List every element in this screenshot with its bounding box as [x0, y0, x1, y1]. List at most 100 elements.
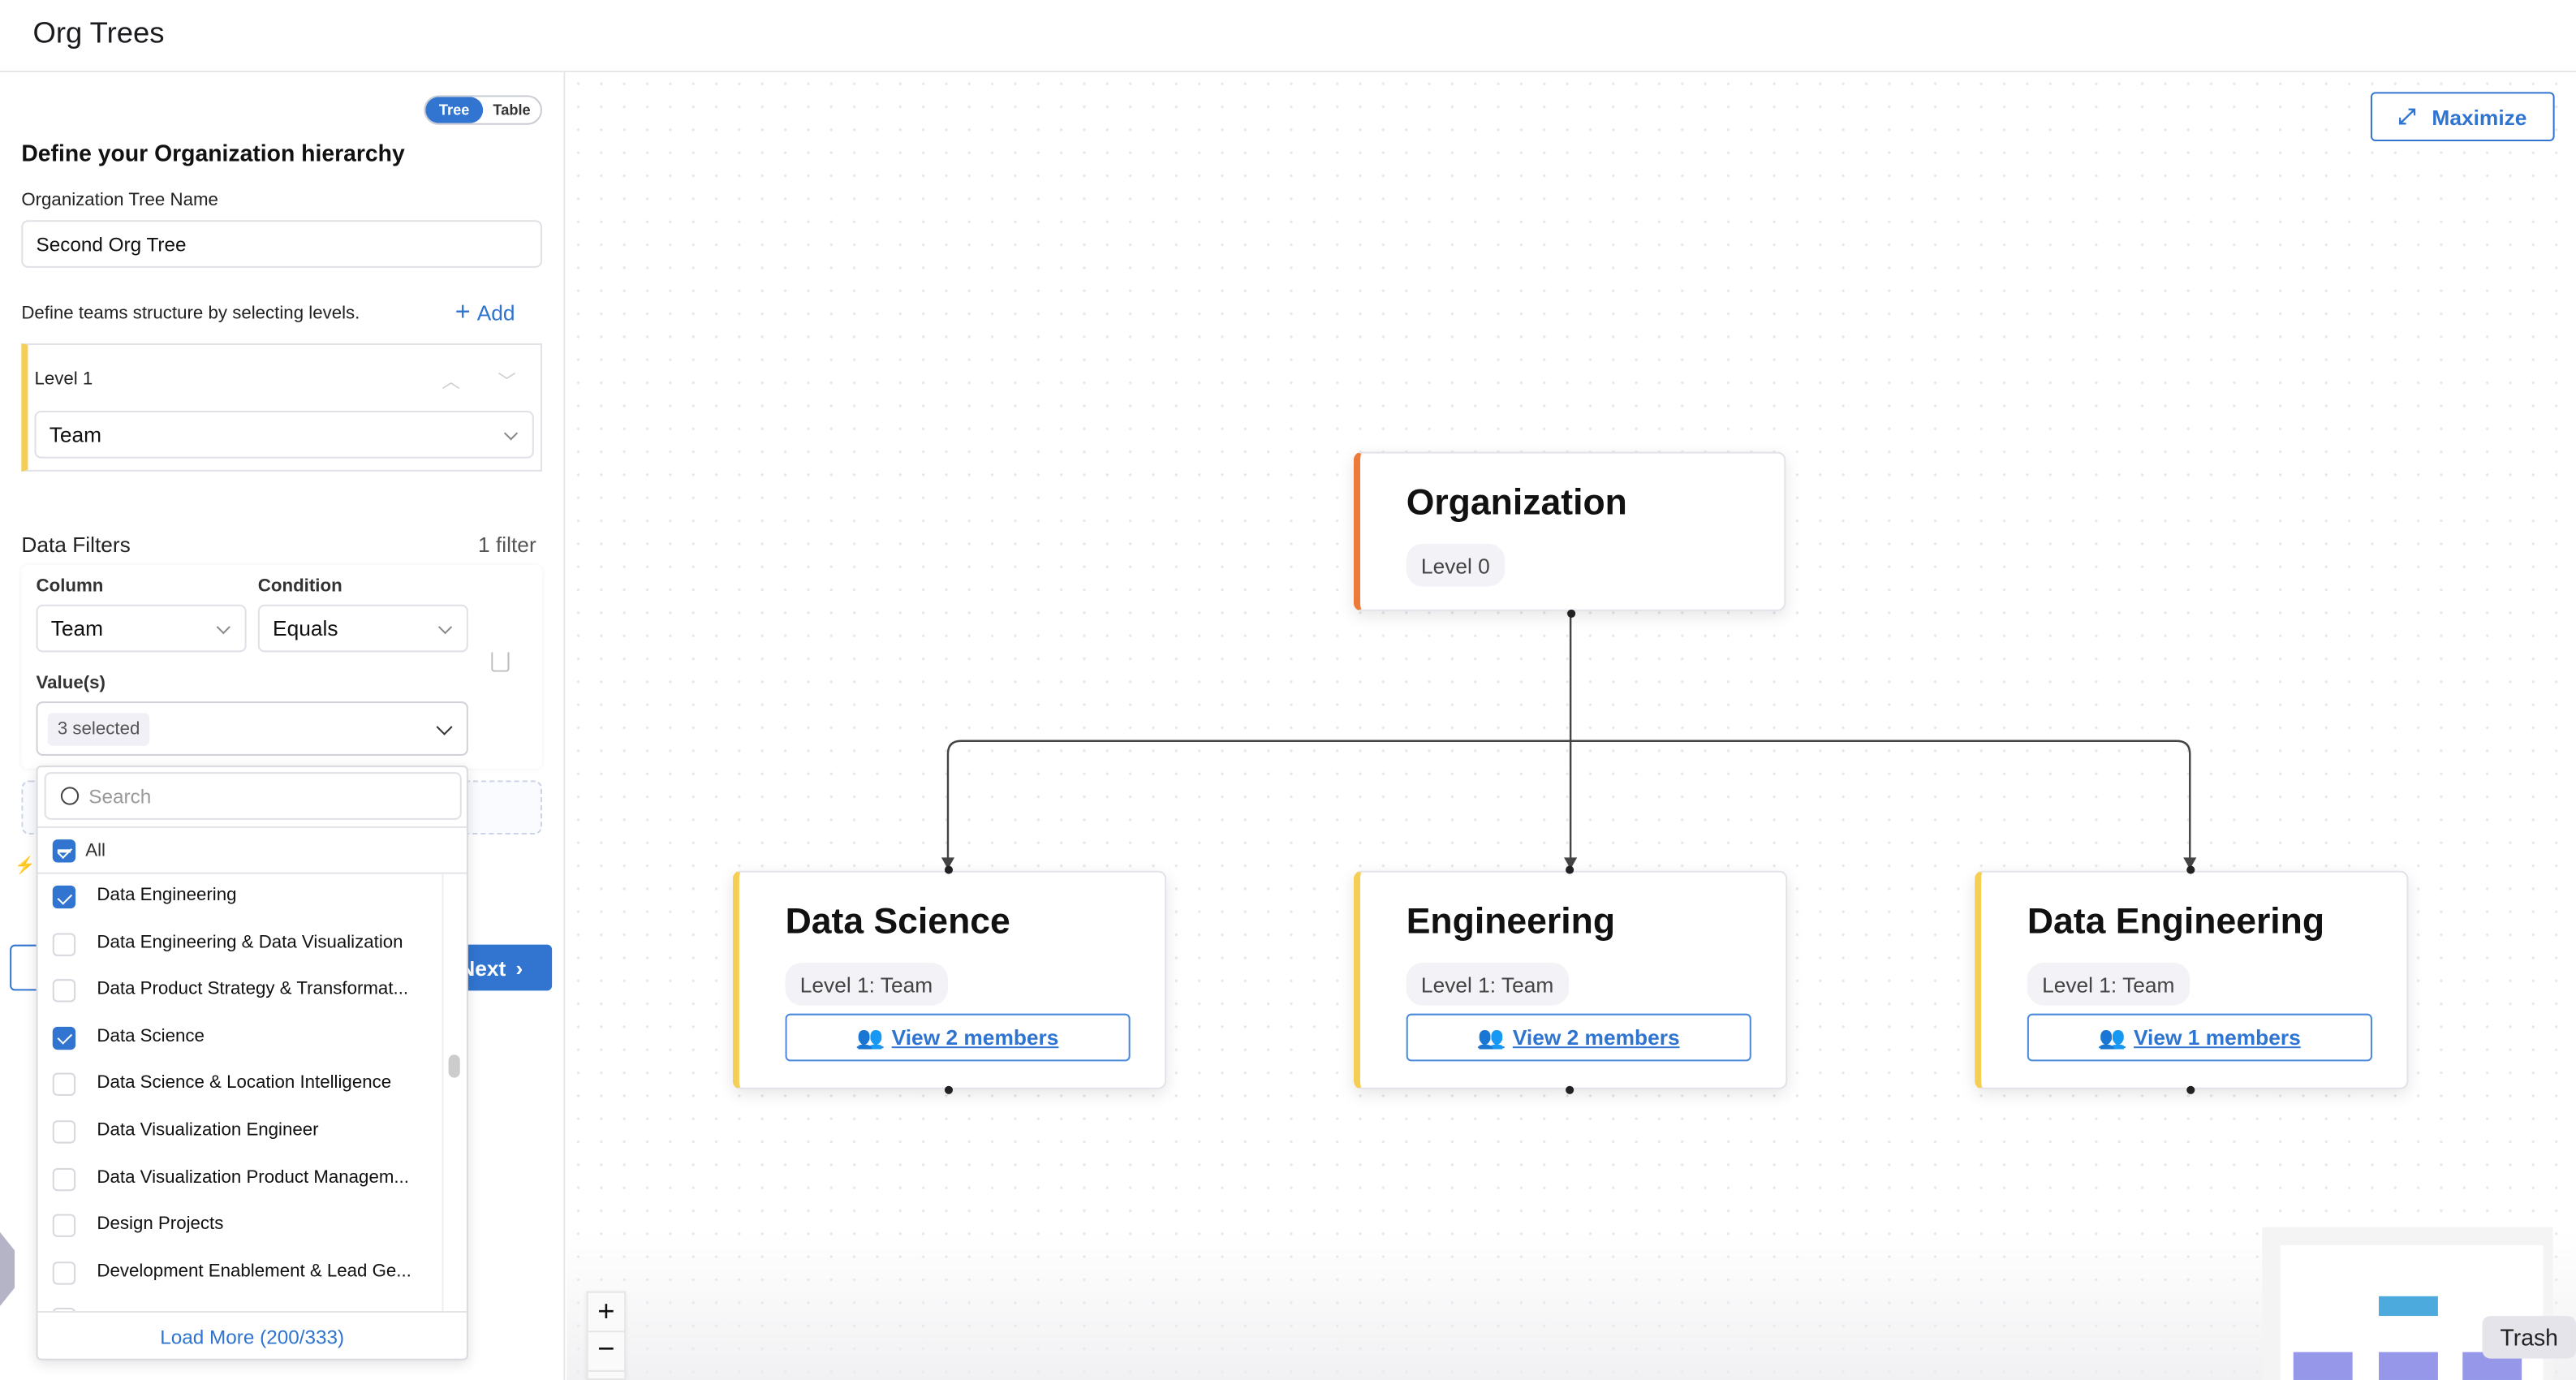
connector-handle[interactable]: [944, 1085, 954, 1093]
selected-count-chip: 3 selected: [47, 712, 150, 745]
minimap-node: [2293, 1352, 2353, 1380]
add-level-button[interactable]: +Add: [454, 298, 515, 326]
option-checkbox[interactable]: [52, 979, 76, 1003]
condition-select[interactable]: Equals: [257, 604, 468, 653]
level-label: Level 1: [34, 369, 93, 390]
option-label: Data Product Strategy & Transformat...: [97, 979, 409, 999]
values-select[interactable]: 3 selected: [36, 701, 468, 756]
level-badge: Level 1: Team: [2027, 962, 2190, 1006]
view-members-label: View 2 members: [891, 1024, 1059, 1050]
option-checkbox[interactable]: [52, 1167, 76, 1191]
option-item[interactable]: Data Product Strategy & Transformat...: [38, 968, 441, 1014]
connector-handle[interactable]: [1566, 1085, 1574, 1093]
members-icon: 👥: [2099, 1024, 2126, 1050]
option-item[interactable]: Data Science & Location Intelligence: [38, 1062, 441, 1108]
app-header: Org Trees: [0, 0, 2576, 73]
tab-table[interactable]: Table: [493, 101, 531, 119]
zoom-out-button[interactable]: −: [588, 1332, 625, 1372]
option-label: Data Science: [97, 1026, 205, 1046]
level-select[interactable]: Team: [34, 410, 534, 459]
node-title: Data Engineering: [2027, 900, 2325, 942]
side-handle[interactable]: [0, 1231, 15, 1306]
connector-handle[interactable]: [944, 865, 954, 874]
connector-handle[interactable]: [2186, 865, 2195, 874]
indeterminate-checkbox[interactable]: [52, 839, 76, 863]
option-checkbox[interactable]: [52, 1120, 76, 1144]
scrollbar-track[interactable]: [442, 873, 467, 1311]
option-label: Data Science & Location Intelligence: [97, 1073, 392, 1093]
node-title: Data Science: [785, 900, 1010, 942]
chevron-right-icon: ›: [515, 955, 523, 981]
option-item[interactable]: Data Engineering & Data Visualization: [38, 921, 441, 968]
option-item[interactable]: Data Visualization Engineer: [38, 1109, 441, 1155]
condition-value: Equals: [273, 615, 338, 641]
column-value: Team: [50, 615, 104, 641]
option-label: Development Enablement & Lead Ge...: [97, 1261, 411, 1282]
view-members-button[interactable]: 👥View 2 members: [785, 1013, 1131, 1062]
plus-icon: +: [454, 298, 471, 326]
trash-tooltip: Trash: [2482, 1316, 2576, 1359]
dropdown-search-input[interactable]: Search: [44, 772, 462, 820]
move-down-icon[interactable]: ﹀: [498, 373, 516, 393]
filters-title: Data Filters: [21, 532, 131, 558]
minimap-node: [2379, 1352, 2438, 1380]
lightning-icon: ⚡: [15, 857, 36, 876]
view-toggle[interactable]: Tree Table: [424, 95, 542, 125]
scrollbar-thumb[interactable]: [448, 1054, 460, 1078]
option-checkbox[interactable]: [52, 1261, 76, 1285]
filter-count: 1 filter: [478, 532, 536, 558]
tree-name-input[interactable]: Second Org Tree: [21, 220, 542, 268]
column-select[interactable]: Team: [36, 604, 247, 653]
filter-card: Column Condition Team Equals Value(s) 3 …: [21, 565, 542, 770]
values-label: Value(s): [36, 673, 106, 694]
option-label: Data Visualization Engineer: [97, 1120, 319, 1141]
option-checkbox[interactable]: [52, 1214, 76, 1238]
option-item[interactable]: Design Projects: [38, 1203, 441, 1249]
option-checkbox[interactable]: [52, 1073, 76, 1097]
maximize-label: Maximize: [2432, 104, 2527, 129]
level-badge: Level 0: [1406, 543, 1506, 587]
view-members-button[interactable]: 👥View 2 members: [1406, 1013, 1751, 1062]
load-more-button[interactable]: Load More (200/333): [37, 1310, 467, 1361]
view-members-button[interactable]: 👥View 1 members: [2027, 1013, 2372, 1062]
trash-icon[interactable]: [491, 652, 510, 672]
connector-handle[interactable]: [2186, 1085, 2195, 1093]
option-item-partial[interactable]: [38, 1297, 441, 1311]
expand-icon: ⤢: [2398, 103, 2416, 128]
option-checkbox[interactable]: [52, 885, 76, 909]
zoom-in-button[interactable]: +: [588, 1293, 625, 1333]
search-placeholder: Search: [88, 784, 152, 808]
add-label: Add: [476, 300, 515, 326]
members-icon: 👥: [1477, 1024, 1505, 1050]
search-icon: [60, 787, 80, 805]
option-item[interactable]: Data Science: [38, 1015, 441, 1061]
option-checkbox[interactable]: [52, 1308, 76, 1311]
level-badge: Level 1: Team: [785, 962, 948, 1006]
option-label: Design Projects: [97, 1214, 224, 1235]
option-item[interactable]: Data Visualization Product Managem...: [38, 1156, 441, 1202]
form-heading: Define your Organization hierarchy: [21, 140, 405, 166]
level-value: Team: [49, 422, 102, 447]
select-all-row[interactable]: All: [37, 826, 467, 874]
zoom-controls: + −: [586, 1291, 627, 1380]
option-checkbox[interactable]: [52, 1026, 76, 1050]
node-organization[interactable]: Organization Level 0: [1353, 451, 1786, 611]
move-up-icon[interactable]: ︿: [442, 373, 460, 393]
connector-handle[interactable]: [1566, 865, 1574, 874]
node-title: Engineering: [1406, 900, 1616, 942]
node-title: Organization: [1406, 481, 1627, 523]
option-item[interactable]: Development Enablement & Lead Ge...: [38, 1250, 441, 1296]
tree-name-label: Organization Tree Name: [21, 190, 218, 211]
option-label: Data Engineering & Data Visualization: [97, 932, 403, 952]
tab-tree[interactable]: Tree: [425, 97, 484, 123]
option-item[interactable]: Data Engineering: [38, 874, 441, 921]
maximize-button[interactable]: ⤢ Maximize: [2370, 92, 2555, 142]
level-badge: Level 1: Team: [1406, 962, 1569, 1006]
level-card: Level 1 ︿ ﹀ Team: [21, 343, 542, 472]
option-checkbox[interactable]: [52, 932, 76, 956]
connector-handle[interactable]: [1566, 608, 1575, 617]
